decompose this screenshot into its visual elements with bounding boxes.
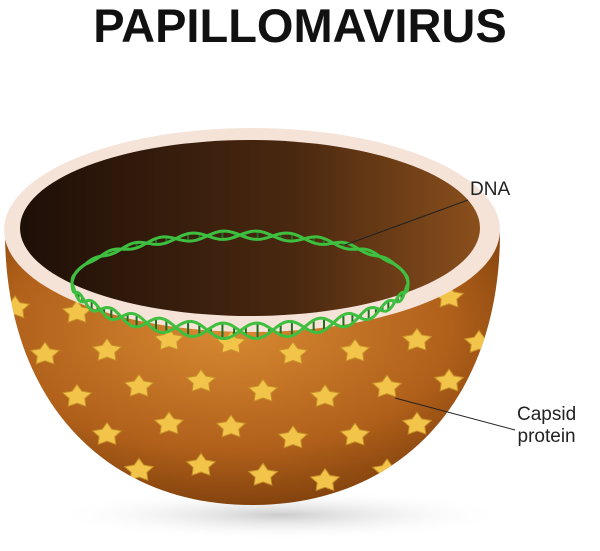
capsomere bbox=[277, 341, 309, 365]
capsomere bbox=[153, 327, 185, 351]
capsomere bbox=[29, 425, 61, 449]
capsomere bbox=[433, 452, 465, 476]
capsomere bbox=[309, 383, 341, 408]
capsomere bbox=[277, 425, 309, 449]
capsomere bbox=[61, 383, 93, 407]
dna-ring bbox=[70, 229, 410, 340]
diagram-title: PAPILLOMAVIRUS bbox=[93, 0, 507, 52]
capsomere bbox=[185, 452, 217, 476]
capsomere bbox=[309, 467, 341, 492]
capsomere bbox=[91, 337, 123, 362]
capsomere bbox=[5, 379, 31, 403]
capsomere bbox=[433, 368, 465, 392]
capsid-label-line1: Capsid bbox=[517, 404, 577, 425]
capsomere bbox=[29, 341, 61, 365]
capsomere bbox=[123, 373, 155, 397]
capsid-label-line2: protein bbox=[517, 426, 576, 447]
virus-interior bbox=[20, 140, 480, 316]
capsomere bbox=[215, 414, 247, 438]
capsomere bbox=[123, 457, 155, 481]
shadow bbox=[50, 490, 510, 540]
capsid-pointer-line bbox=[394, 397, 516, 431]
dna-strand bbox=[70, 229, 410, 340]
capsid-shell bbox=[5, 232, 500, 505]
capsomere bbox=[371, 374, 403, 398]
capsomere bbox=[339, 422, 371, 446]
capsomere bbox=[61, 467, 93, 491]
capsomere bbox=[5, 463, 31, 487]
capsomere bbox=[247, 378, 279, 402]
capsomere bbox=[401, 327, 433, 351]
capsomere bbox=[339, 338, 371, 362]
capsomere bbox=[401, 411, 433, 435]
dna-label: DNA bbox=[470, 179, 511, 200]
capsomere bbox=[153, 411, 185, 435]
capsid-protein-label: Capsid protein bbox=[517, 404, 576, 448]
capsomere bbox=[247, 462, 279, 486]
capsomere bbox=[91, 421, 123, 446]
dna-pointer-line bbox=[344, 199, 469, 246]
capsomere bbox=[185, 368, 217, 392]
